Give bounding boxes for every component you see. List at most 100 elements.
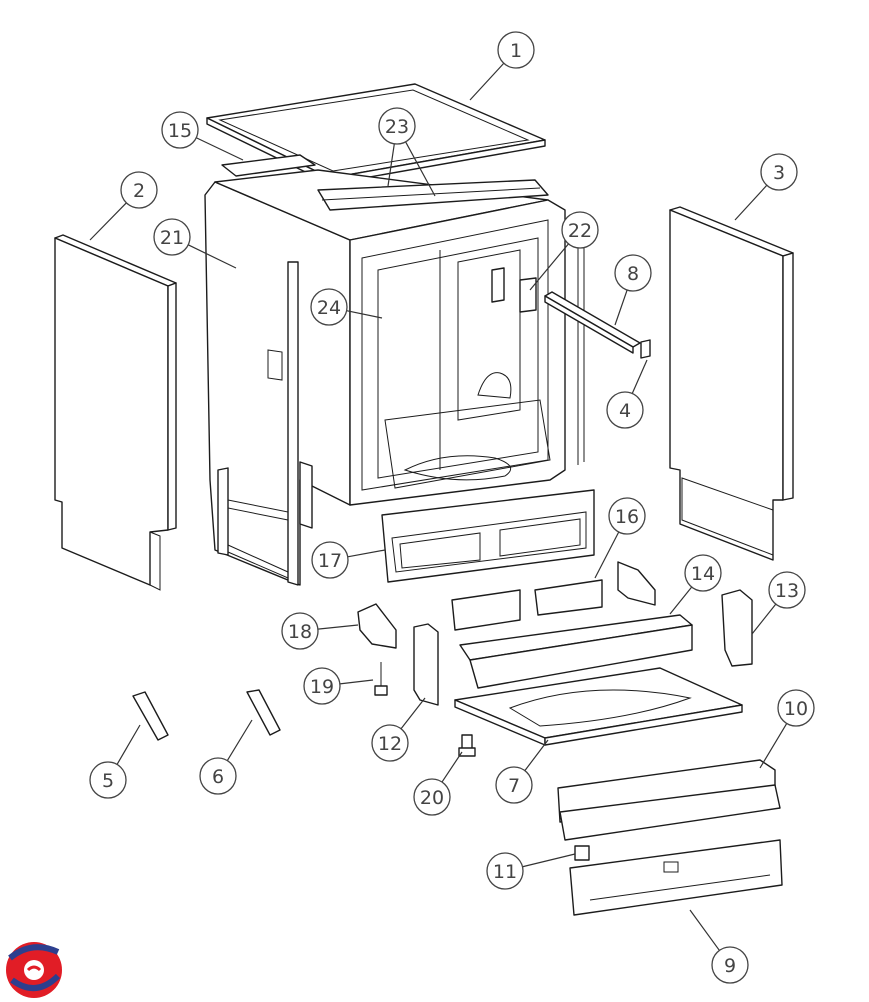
callout-number: 4 xyxy=(619,400,631,422)
callout-3: 3 xyxy=(760,153,798,191)
part-side-plate xyxy=(413,623,439,706)
part-toe-panel xyxy=(557,759,781,841)
callout-number: 20 xyxy=(420,787,444,809)
brand-logo-icon xyxy=(6,942,62,998)
callout-7: 7 xyxy=(495,766,533,804)
callout-circle xyxy=(371,724,409,762)
callout-13: 13 xyxy=(768,571,806,609)
part-lower-plate xyxy=(569,839,783,916)
leader-line-6 xyxy=(226,719,253,761)
leader-line-18 xyxy=(317,624,359,630)
callout-4: 4 xyxy=(606,391,644,429)
callout-number: 15 xyxy=(168,120,192,142)
callout-5: 5 xyxy=(89,761,127,799)
callout-number: 7 xyxy=(508,775,520,797)
callout-18: 18 xyxy=(281,612,319,650)
callout-circle xyxy=(760,153,798,191)
callout-14: 14 xyxy=(684,554,722,592)
callout-circle xyxy=(495,766,533,804)
callout-22: 22 xyxy=(561,211,599,249)
callout-number: 21 xyxy=(160,227,184,249)
callout-circle xyxy=(281,612,319,650)
part-kick-strip xyxy=(459,614,693,689)
part-left-side-panel xyxy=(54,234,177,591)
leader-line-20 xyxy=(441,751,463,783)
callout-circle xyxy=(303,667,341,705)
leader-line-23 xyxy=(387,143,395,187)
part-corner-bracket xyxy=(617,561,656,606)
callout-number: 6 xyxy=(212,766,224,788)
leader-line-2 xyxy=(89,202,127,241)
callout-19: 19 xyxy=(303,667,341,705)
leader-line-9 xyxy=(689,909,720,951)
callout-9: 9 xyxy=(711,946,749,984)
callout-number: 10 xyxy=(784,698,808,720)
callout-10: 10 xyxy=(777,689,815,727)
callout-number: 5 xyxy=(102,770,114,792)
part-side-bracket xyxy=(721,589,753,667)
part-hinge-bracket xyxy=(491,267,537,313)
callout-8: 8 xyxy=(614,254,652,292)
part-left-corner-bracket xyxy=(357,603,397,649)
callout-number: 17 xyxy=(318,550,342,572)
callout-circle xyxy=(684,554,722,592)
callout-circle xyxy=(310,288,348,326)
leader-line-21 xyxy=(187,244,237,269)
callout-circle xyxy=(120,171,158,209)
callout-circle xyxy=(768,571,806,609)
part-small-clip xyxy=(574,845,590,861)
leader-line-1 xyxy=(469,62,505,101)
callout-circle xyxy=(161,111,199,149)
part-inner-guard-left xyxy=(451,589,521,631)
callout-number: 14 xyxy=(691,563,715,585)
callout-number: 22 xyxy=(568,220,592,242)
part-screw xyxy=(374,662,388,696)
callout-circle xyxy=(89,761,127,799)
callout-circle xyxy=(378,107,416,145)
leader-line-22 xyxy=(529,243,569,291)
part-inner-guard-right xyxy=(534,579,603,616)
callout-circle xyxy=(486,852,524,890)
leader-line-4 xyxy=(631,359,648,394)
callout-17: 17 xyxy=(311,541,349,579)
callout-number: 12 xyxy=(378,733,402,755)
part-front-panel xyxy=(381,489,595,583)
callout-circle xyxy=(199,757,237,795)
callout-number: 1 xyxy=(510,40,522,62)
callout-number: 19 xyxy=(310,676,334,698)
callout-11: 11 xyxy=(486,852,524,890)
callout-circle xyxy=(561,211,599,249)
callout-20: 20 xyxy=(413,778,451,816)
leader-line-5 xyxy=(116,724,141,765)
leader-line-23-extra-0 xyxy=(405,141,436,197)
part-right-side-panel xyxy=(669,206,794,561)
callout-number: 18 xyxy=(288,621,312,643)
callout-16: 16 xyxy=(608,497,646,535)
callout-circle xyxy=(777,689,815,727)
part-rail-clip xyxy=(640,339,651,359)
leader-line-7 xyxy=(524,739,549,772)
callout-number: 16 xyxy=(615,506,639,528)
callout-circle xyxy=(413,778,451,816)
callout-number: 24 xyxy=(317,297,341,319)
callout-2: 2 xyxy=(120,171,158,209)
leader-line-10 xyxy=(759,723,788,769)
leader-line-14 xyxy=(669,586,693,615)
leader-line-17 xyxy=(347,549,386,558)
callout-15: 15 xyxy=(161,111,199,149)
leader-lines xyxy=(89,62,788,951)
part-adjustable-foot xyxy=(458,734,476,757)
callout-number: 9 xyxy=(724,955,736,977)
leader-line-12 xyxy=(400,697,426,730)
callout-number: 13 xyxy=(775,580,799,602)
part-rail xyxy=(544,291,641,354)
callout-21: 21 xyxy=(153,218,191,256)
callout-1: 1 xyxy=(497,31,535,69)
callout-circle xyxy=(497,31,535,69)
leader-line-11 xyxy=(522,853,576,868)
leader-line-3 xyxy=(734,184,768,221)
callout-circle xyxy=(711,946,749,984)
callout-circle xyxy=(614,254,652,292)
